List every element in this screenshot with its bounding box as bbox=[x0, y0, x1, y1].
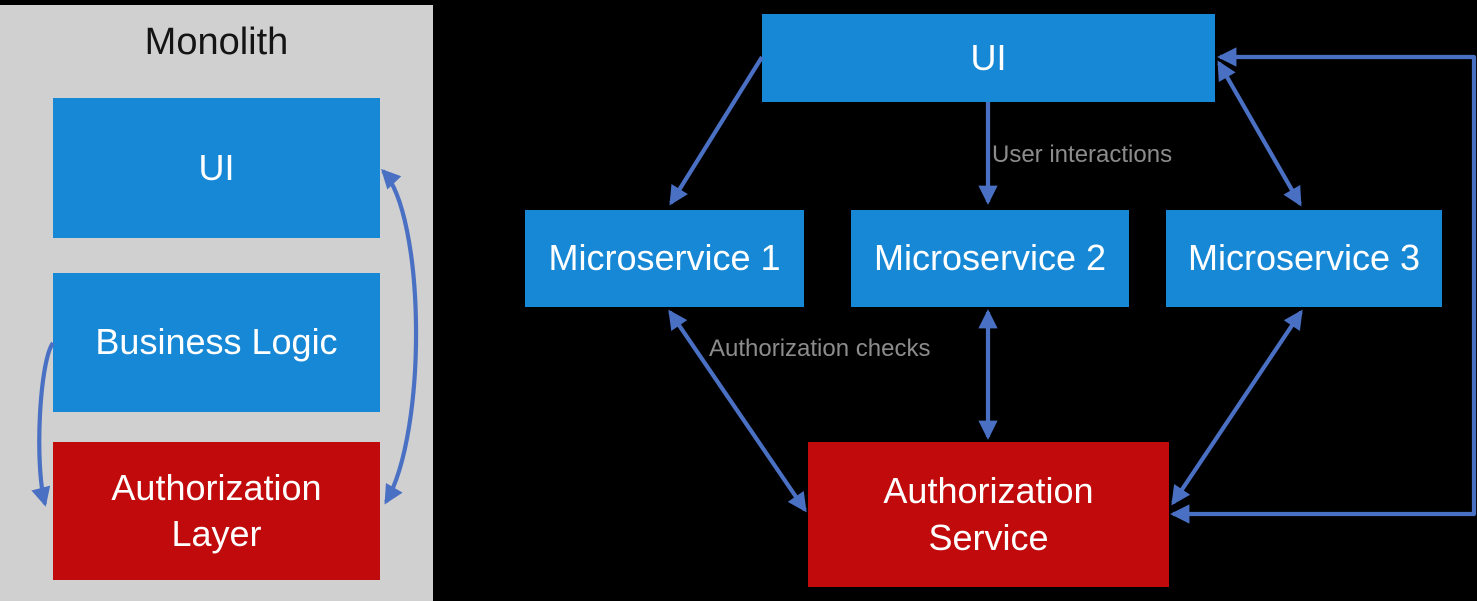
microservices-ui-box: UI bbox=[762, 14, 1215, 102]
arrow-microservice-3-authorization-service bbox=[1171, 309, 1303, 506]
monolith-ui-box: UI bbox=[53, 98, 380, 238]
monolith-authorization-layer-box: Authorization Layer bbox=[53, 442, 380, 580]
authorization-checks-label: Authorization checks bbox=[709, 335, 931, 362]
microservice-3-box: Microservice 3 bbox=[1166, 210, 1442, 307]
monolith-business-logic-box: Business Logic bbox=[53, 273, 380, 412]
arrow-ui-microservice-3 bbox=[1217, 60, 1302, 207]
monolith-title: Monolith bbox=[144, 21, 289, 63]
user-interactions-label: User interactions bbox=[992, 141, 1173, 168]
microservice-2-box: Microservice 2 bbox=[851, 210, 1129, 307]
microservice-1-box: Microservice 1 bbox=[525, 210, 804, 307]
authorization-service-box: Authorization Service bbox=[808, 442, 1169, 587]
arrow-ui-to-microservice-1 bbox=[669, 55, 764, 206]
